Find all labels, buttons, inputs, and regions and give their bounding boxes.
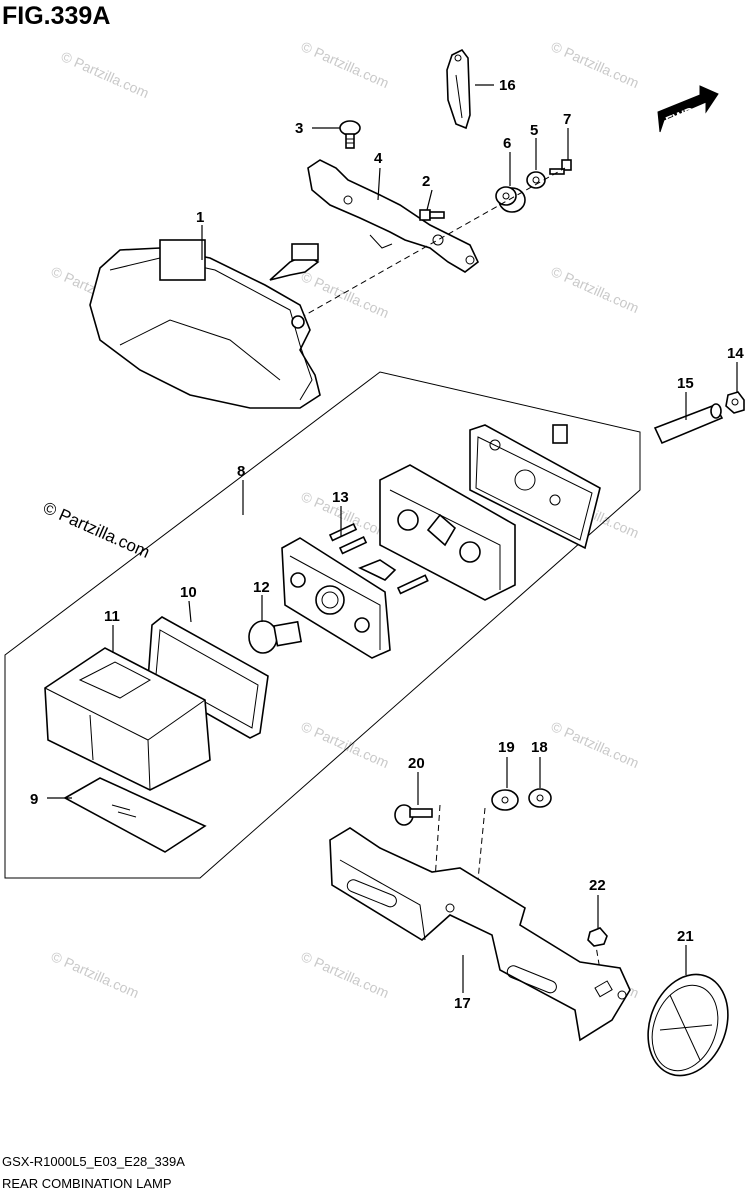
callout-21: 21	[677, 928, 694, 945]
callout-20: 20	[408, 755, 425, 772]
svg-text:© Partzilla.com: © Partzilla.com	[59, 48, 152, 101]
callout-7: 7	[563, 111, 571, 128]
callout-5: 5	[530, 122, 538, 139]
part-1-tail-lamp	[89, 239, 321, 409]
leader-lines	[47, 84, 738, 993]
svg-text:© Partzilla.com: © Partzilla.com	[299, 718, 392, 771]
callout-6: 6	[503, 135, 511, 152]
svg-text:© Partzilla.com: © Partzilla.com	[549, 38, 642, 91]
figure-name: REAR COMBINATION LAMP	[2, 1176, 172, 1191]
callout-17: 17	[454, 995, 471, 1012]
part-19-washer	[491, 789, 519, 811]
part-17-bracket	[329, 827, 631, 1042]
callout-12: 12	[253, 579, 270, 596]
callout-8: 8	[237, 463, 245, 480]
svg-text:© Partzilla.com: © Partzilla.com	[299, 38, 392, 91]
part-5-washer	[526, 171, 546, 189]
forward-arrow-icon: FWD	[657, 85, 719, 133]
svg-text:© Partzilla.com: © Partzilla.com	[299, 268, 392, 321]
callout-3: 3	[295, 120, 303, 137]
figure-code: GSX-R1000L5_E03_E28_339A	[2, 1154, 185, 1169]
callout-9: 9	[30, 791, 38, 808]
callout-19: 19	[498, 739, 515, 756]
callout-2: 2	[422, 173, 430, 190]
callout-14: 14	[727, 345, 744, 362]
part-3-screw	[339, 120, 361, 149]
callout-15: 15	[677, 375, 694, 392]
callout-22: 22	[589, 877, 606, 894]
svg-text:© Partzilla.com: © Partzilla.com	[549, 718, 642, 771]
svg-text:© Partzilla.com: © Partzilla.com	[549, 263, 642, 316]
figure-title: FIG.339A	[2, 2, 111, 30]
svg-text:© Partzilla.com: © Partzilla.com	[49, 948, 142, 1001]
callout-11: 11	[104, 608, 120, 625]
callout-18: 18	[531, 739, 548, 756]
part-12-bulb	[248, 620, 303, 654]
part-11-lens	[44, 647, 211, 791]
part-9-plate	[63, 777, 207, 853]
part-8-group-box	[4, 371, 641, 879]
svg-text:© Partzilla.com: © Partzilla.com	[299, 948, 392, 1001]
part-14-nut	[725, 391, 745, 414]
callout-16: 16	[499, 77, 516, 94]
part-4-bracket	[307, 159, 479, 273]
part-22-nut	[587, 927, 608, 947]
part-socket-plate	[281, 537, 397, 659]
part-6-grommet	[495, 186, 526, 213]
callout-13: 13	[332, 489, 349, 506]
part-lamp-housing	[379, 464, 516, 601]
callout-4: 4	[374, 150, 383, 167]
part-20-screw	[394, 804, 433, 826]
part-gasket-upper	[469, 424, 601, 550]
callout-10: 10	[180, 584, 197, 601]
part-18-nut	[528, 788, 552, 808]
part-15-collar	[653, 403, 724, 445]
part-16-clip	[446, 48, 471, 130]
part-2-bolt	[419, 209, 445, 221]
callout-1: 1	[196, 209, 204, 226]
callout-labels: 1 2 3 4 5 6 7 8 9 10 11 12 13 14 15 16 1…	[30, 77, 744, 1012]
part-7-screw	[549, 159, 572, 175]
part-13-screw	[328, 522, 429, 595]
part-21-reflector	[647, 973, 729, 1077]
